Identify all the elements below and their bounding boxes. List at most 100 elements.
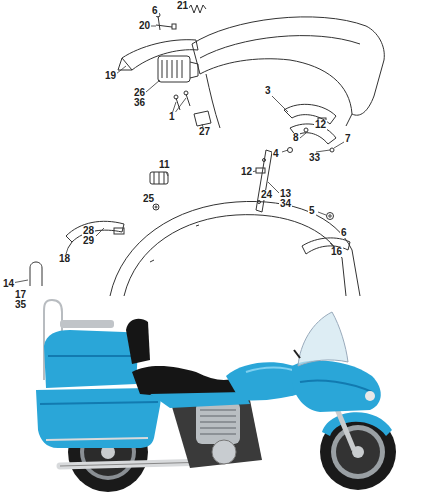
side-bracket	[304, 128, 308, 132]
leader-lines-lower	[12, 172, 344, 283]
callout-number: 19	[104, 71, 117, 81]
motorcycle-photo	[48, 355, 136, 357]
callout-number: 35	[14, 300, 27, 310]
callout-number: 33	[308, 153, 321, 163]
leader-lines-lower	[318, 212, 326, 215]
lamp-part	[155, 206, 157, 208]
nut-part	[327, 213, 334, 220]
callout-number: 21	[176, 1, 189, 11]
side-bracket	[290, 124, 336, 144]
motorcycle-photo	[150, 392, 250, 408]
spring-part	[188, 5, 206, 13]
callout-number: 12	[240, 167, 253, 177]
leader-lines	[116, 66, 126, 74]
callout-number: 5	[308, 206, 316, 216]
upper-fender	[192, 17, 384, 128]
callout-number: 20	[138, 21, 151, 31]
callout-number: 16	[330, 247, 343, 257]
loop-part	[30, 262, 42, 286]
lower-bracket	[66, 221, 124, 248]
motorcycle-photo	[46, 438, 148, 440]
motorcycle-photo	[36, 300, 396, 492]
callout-number: 8	[292, 133, 300, 143]
side-bracket	[288, 148, 293, 153]
screws	[174, 91, 190, 110]
motorcycle-photo	[294, 350, 300, 358]
lamp-part	[150, 172, 168, 210]
callout-number: 14	[2, 279, 15, 289]
leader-lines-lower	[96, 228, 104, 236]
side-bracket	[284, 104, 336, 124]
pins	[158, 16, 160, 30]
leader-lines	[334, 142, 344, 148]
side-bracket	[256, 168, 265, 173]
strap	[263, 159, 266, 162]
lower-fender	[124, 215, 346, 296]
callout-number: 24	[260, 190, 273, 200]
motorcycle-photo	[60, 462, 210, 466]
callout-number: 26	[133, 88, 146, 98]
motorcycle-photo	[196, 402, 240, 444]
motorcycle-photo	[132, 366, 244, 397]
callout-number: 28	[82, 226, 95, 236]
leader-lines	[116, 6, 344, 193]
motorcycle-photo	[298, 312, 348, 366]
callout-number: 7	[344, 134, 352, 144]
leader-lines	[272, 96, 288, 112]
motorcycle-photo	[44, 330, 138, 388]
motorcycle-photo	[300, 380, 372, 392]
callout-number: 12	[314, 120, 327, 130]
block-part	[194, 111, 211, 126]
motorcycle-photo	[246, 368, 298, 373]
screws	[184, 91, 188, 95]
callout-number: 11	[158, 160, 171, 170]
callout-number: 18	[58, 254, 71, 264]
taillight-bracket	[158, 56, 190, 82]
side-bracket	[330, 148, 334, 152]
callout-number: 34	[279, 199, 292, 209]
lamp-part	[150, 172, 168, 184]
spring-part	[188, 5, 206, 13]
callout-number: 27	[198, 127, 211, 137]
callout-number: 6	[151, 6, 159, 16]
taillight-bracket	[118, 40, 198, 82]
callout-number: 4	[272, 149, 280, 159]
lower-bracket	[114, 228, 124, 234]
pins	[156, 25, 172, 27]
pins	[156, 13, 176, 30]
motorcycle-photo	[365, 391, 375, 401]
upper-fender	[346, 114, 352, 126]
motorcycle-photo	[126, 319, 150, 364]
motorcycle-photo	[212, 440, 236, 464]
lower-bracket	[68, 242, 72, 248]
callout-number: 1	[168, 112, 176, 122]
upper-fender	[200, 36, 360, 58]
loop-part	[30, 262, 42, 286]
taillight-bracket	[118, 58, 132, 70]
leader-lines	[146, 80, 160, 92]
leader-lines	[282, 150, 288, 152]
leader-lines-lower	[166, 172, 168, 176]
lower-fender	[110, 201, 360, 296]
nut-part	[329, 215, 331, 217]
callout-number: 29	[82, 236, 95, 246]
callout-number: 25	[142, 194, 155, 204]
callout-number: 36	[133, 98, 146, 108]
motorcycle-photo	[60, 462, 210, 466]
callout-number: 6	[340, 228, 348, 238]
motorcycle-photo	[200, 410, 236, 434]
lamp-part	[154, 172, 164, 184]
lamp-part	[153, 204, 159, 210]
upper-fender	[206, 74, 220, 128]
callout-number: 13	[279, 189, 292, 199]
callout-number: 17	[14, 290, 27, 300]
block-part	[194, 111, 211, 126]
motorcycle-photo	[336, 430, 380, 474]
screws	[186, 94, 190, 106]
screws	[174, 95, 178, 99]
side-bracket	[256, 104, 336, 173]
lower-fender	[150, 225, 199, 262]
lower-fender	[110, 201, 360, 296]
motorcycle-photo	[322, 412, 392, 436]
